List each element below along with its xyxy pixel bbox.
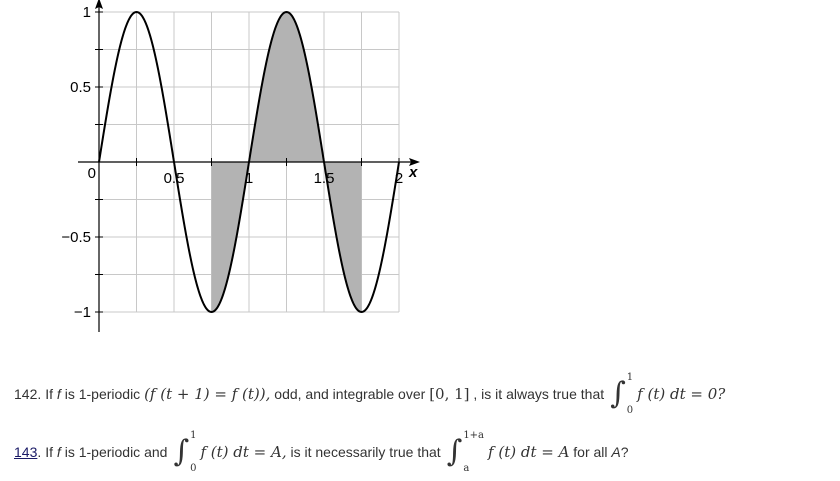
problem-text: is 1-periodic and xyxy=(64,444,168,460)
shaded-regions xyxy=(211,12,362,312)
integrand: f (t) dt = A xyxy=(488,443,570,461)
question-mark: ? xyxy=(620,444,629,460)
integrand: f (t) dt = A, xyxy=(200,443,287,461)
y-tick-label: −1 xyxy=(74,304,91,321)
integral: ∫ 1 0 xyxy=(610,372,633,416)
shaded-region xyxy=(211,162,249,312)
problem-number-link[interactable]: 143 xyxy=(14,444,38,460)
tick-labels: 0.5 1 1.5 2 1 0.5 −0.5 −1 0 x xyxy=(61,4,418,321)
problem-142: 142. If f is 1-periodic (f (t + 1) = f (… xyxy=(14,372,725,416)
integral-sign: ∫ xyxy=(446,434,463,469)
shaded-region xyxy=(249,12,324,162)
y-axis-arrow xyxy=(95,0,103,9)
problem-143: 143. If f is 1-periodic and ∫ 1 0 f (t) … xyxy=(14,430,629,474)
y-tick-label: −0.5 xyxy=(61,229,91,246)
integral: ∫ 1 0 xyxy=(173,430,196,474)
x-tick-label: 0.5 xyxy=(164,170,185,187)
problem-text: If xyxy=(45,444,54,460)
integrand: f (t) dt = 0? xyxy=(637,385,726,403)
problem-number: 142. xyxy=(14,386,42,402)
x-tick-label: 2 xyxy=(395,170,403,187)
integral: ∫ 1+a a xyxy=(447,430,484,474)
problem-text: , is it always true that xyxy=(473,386,605,402)
upper-limit: 1 xyxy=(626,372,634,383)
function-name: f xyxy=(56,386,61,402)
constant-name: A xyxy=(611,444,621,460)
problem-text: If xyxy=(45,386,54,402)
x-tick-label: 1.5 xyxy=(314,170,335,187)
y-tick-label: 1 xyxy=(83,4,91,21)
problem-text: for all xyxy=(573,444,608,460)
upper-limit: 1+a xyxy=(463,430,485,441)
sine-graph: 0.5 1 1.5 2 1 0.5 −0.5 −1 0 x xyxy=(61,0,420,332)
integral-sign: ∫ xyxy=(610,376,626,411)
sine-curve xyxy=(98,10,400,314)
integral-sign: ∫ xyxy=(173,434,190,469)
problem-text: is it necessarily true that xyxy=(290,444,441,460)
y-tick-label: 0.5 xyxy=(70,79,91,96)
interval: [0, 1] xyxy=(429,385,470,403)
problem-text: is 1-periodic xyxy=(64,386,141,402)
x-axis-label: x xyxy=(408,164,418,181)
lower-limit: 0 xyxy=(626,405,634,416)
axes xyxy=(78,0,420,332)
curve-group xyxy=(98,10,400,314)
problem-text: odd, and integrable over xyxy=(274,386,426,402)
x-axis-arrow xyxy=(409,158,420,166)
lower-limit: a xyxy=(463,463,470,474)
periodicity-equation: (f (t + 1) = f (t)), xyxy=(144,385,271,403)
shaded-region xyxy=(324,162,362,312)
function-name: f xyxy=(56,444,61,460)
upper-limit: 1 xyxy=(190,430,197,441)
lower-limit: 0 xyxy=(190,463,197,474)
x-tick-label: 1 xyxy=(245,170,253,187)
origin-label: 0 xyxy=(88,165,96,182)
